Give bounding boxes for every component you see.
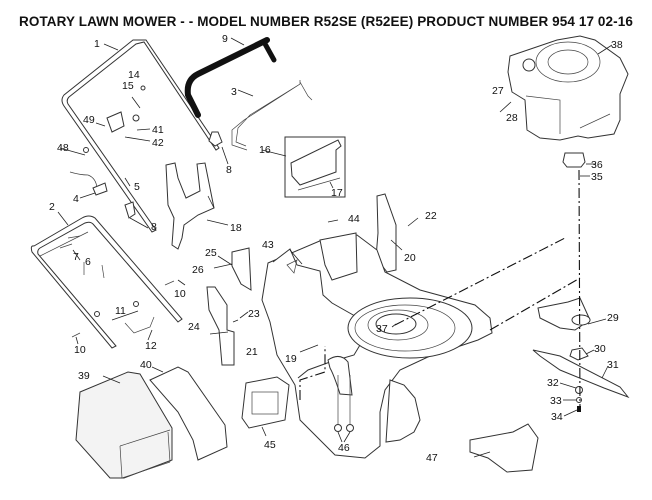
label-44: 44 — [348, 213, 360, 225]
label-48: 48 — [57, 142, 69, 154]
label-9: 9 — [222, 33, 228, 45]
lower-handle-hardware — [59, 235, 175, 338]
engine — [507, 35, 629, 141]
label-45: 45 — [264, 439, 276, 451]
instruction-panel — [284, 136, 346, 198]
blade-washer — [575, 386, 583, 394]
label-39: 39 — [78, 370, 90, 382]
assembly-line — [299, 346, 326, 400]
label-29: 29 — [607, 312, 619, 324]
label-20: 20 — [404, 252, 416, 264]
handle-bracket-cover — [165, 162, 215, 250]
label-34: 34 — [551, 411, 563, 423]
assembly-line — [394, 237, 566, 326]
label-43: 43 — [262, 239, 274, 251]
label-7: 7 — [73, 251, 79, 263]
label-35: 35 — [591, 171, 603, 183]
upper-handle — [61, 39, 220, 233]
label-37: 37 — [376, 323, 388, 335]
control-bail — [231, 80, 313, 151]
label-14: 14 — [128, 69, 140, 81]
label-27: 27 — [492, 85, 504, 97]
grommet — [562, 152, 586, 168]
rear-flap — [241, 376, 290, 429]
label-19: 19 — [285, 353, 297, 365]
label-25: 25 — [205, 247, 217, 259]
label-21: 21 — [246, 346, 258, 358]
label-30: 30 — [594, 343, 606, 355]
mulch-plug — [469, 423, 539, 473]
assembly-line — [489, 277, 581, 331]
label-3: 3 — [231, 86, 237, 98]
label-12: 12 — [145, 340, 157, 352]
label-22: 22 — [425, 210, 437, 222]
blade-bolt — [577, 406, 581, 412]
blade — [532, 349, 630, 399]
label-24: 24 — [188, 321, 200, 333]
bag-frame-cover — [149, 366, 228, 461]
height-adjust-bracket-left — [206, 286, 235, 366]
wheel-cover — [231, 247, 252, 291]
label-6: 6 — [85, 256, 91, 268]
label-26: 26 — [192, 264, 204, 276]
label-32: 32 — [547, 377, 559, 389]
label-8a: 8 — [226, 164, 232, 176]
label-23: 23 — [248, 308, 260, 320]
diagram-title: ROTARY LAWN MOWER - - MODEL NUMBER R52SE… — [19, 14, 633, 29]
assembly-line — [578, 169, 581, 411]
label-31: 31 — [607, 359, 619, 371]
part-labels: 1 2 3 4 5 6 7 8 8 9 10 10 11 12 14 15 16… — [49, 33, 623, 464]
grass-bag — [75, 371, 173, 479]
label-42: 42 — [152, 137, 164, 149]
lower-handle — [30, 215, 183, 349]
label-1: 1 — [94, 38, 100, 50]
label-49: 49 — [83, 114, 95, 126]
label-46: 46 — [338, 442, 350, 454]
leader-lines — [57, 37, 613, 458]
label-15: 15 — [122, 80, 134, 92]
label-10a: 10 — [74, 344, 86, 356]
label-40: 40 — [140, 359, 152, 371]
label-18: 18 — [230, 222, 242, 234]
label-38: 38 — [611, 39, 623, 51]
blade-adapter — [569, 347, 589, 361]
handle-grip — [184, 37, 270, 118]
label-11: 11 — [115, 305, 126, 317]
label-16: 16 — [259, 144, 271, 156]
label-2: 2 — [49, 201, 55, 213]
label-28: 28 — [506, 112, 518, 124]
nut-46b — [346, 424, 354, 432]
handle-knob-upper — [208, 131, 223, 147]
label-47: 47 — [426, 452, 438, 464]
nut-46a — [334, 424, 342, 432]
lock-washer — [576, 397, 582, 403]
label-41: 41 — [152, 124, 164, 136]
height-adjust-bracket-right — [375, 193, 397, 273]
label-17: 17 — [331, 187, 343, 199]
mower-deck — [261, 232, 493, 459]
cable-control-group — [69, 85, 146, 219]
label-4: 4 — [73, 193, 79, 205]
label-8b: 8 — [151, 221, 157, 233]
label-36: 36 — [591, 159, 603, 171]
label-33: 33 — [550, 395, 562, 407]
label-5: 5 — [134, 181, 140, 193]
label-10b: 10 — [174, 288, 186, 300]
